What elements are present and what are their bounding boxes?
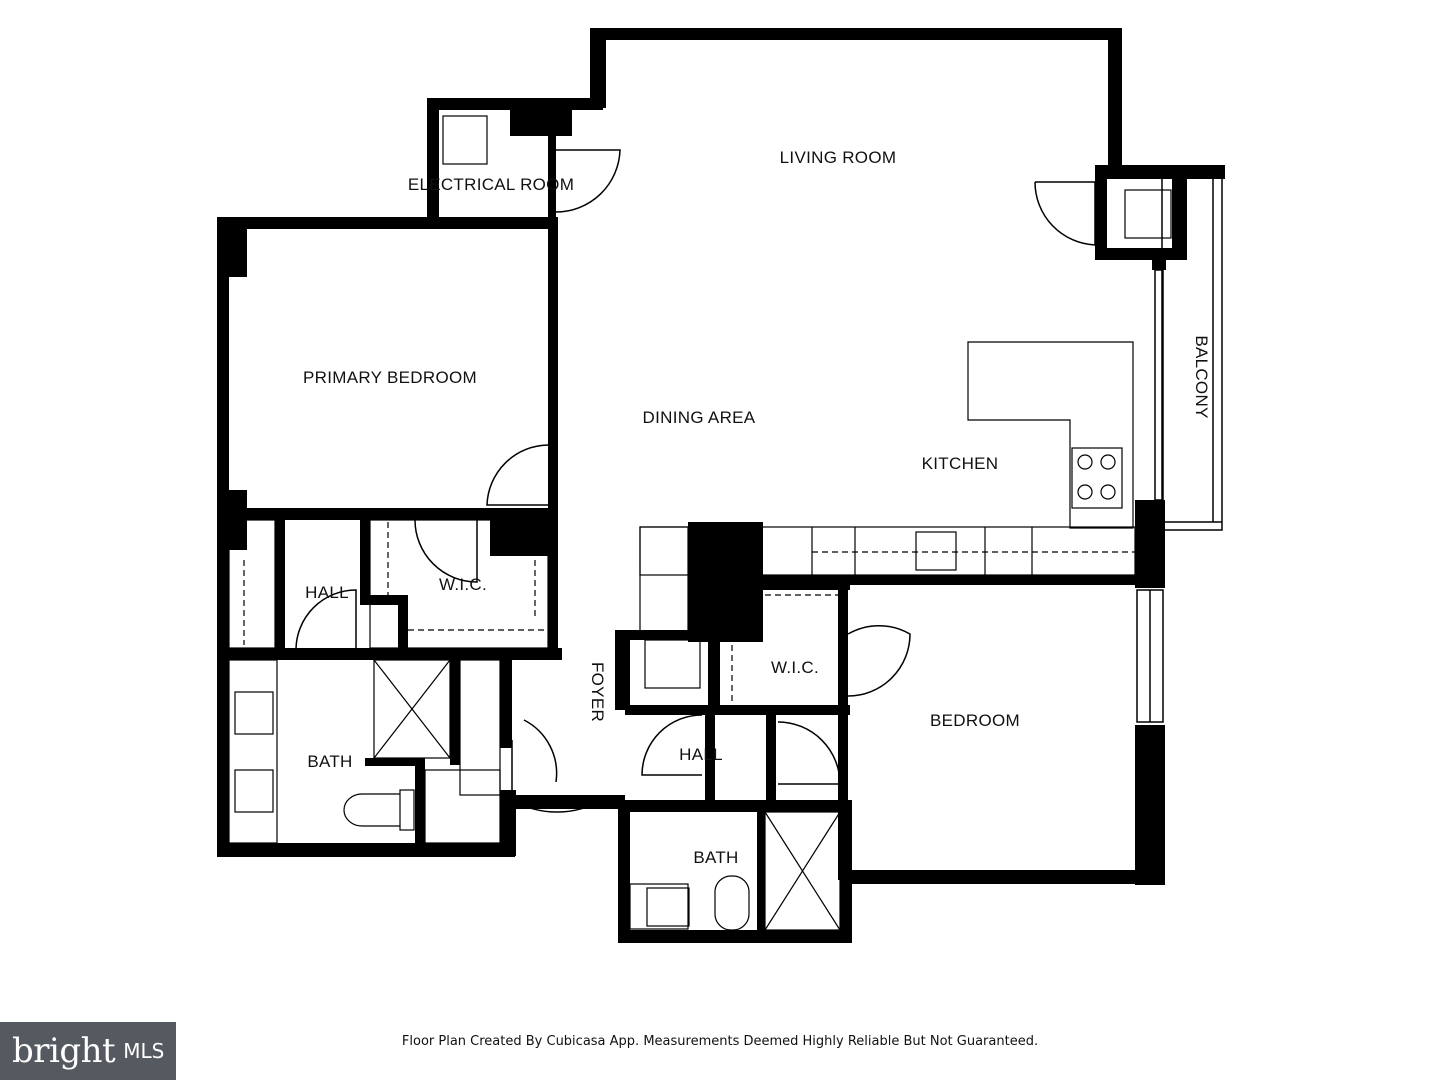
label-foyer: FOYER — [588, 662, 607, 722]
label-hall-center: HALL — [679, 745, 723, 764]
label-wic-east: W.I.C. — [771, 658, 819, 677]
label-kitchen: KITCHEN — [922, 454, 999, 473]
label-living-room: LIVING ROOM — [780, 148, 897, 167]
label-bedroom: BEDROOM — [930, 711, 1020, 730]
label-dining-area: DINING AREA — [643, 408, 756, 427]
label-wic-west: W.I.C. — [439, 575, 487, 594]
label-balcony: BALCONY — [1192, 335, 1211, 418]
walls — [217, 28, 1225, 943]
label-bath-center: BATH — [693, 848, 738, 867]
label-hall-west: HALL — [305, 583, 349, 602]
label-bath-west: BATH — [307, 752, 352, 771]
disclaimer-note: Floor Plan Created By Cubicasa App. Meas… — [401, 1034, 1039, 1049]
doors — [295, 149, 1096, 813]
label-electrical-room: ELECTRICAL ROOM — [408, 175, 574, 194]
room-labels: LIVING ROOM ELECTRICAL ROOM PRIMARY BEDR… — [303, 148, 1211, 867]
windows — [251, 29, 1223, 723]
logo-mls: MLS — [123, 1039, 165, 1063]
logo-brand: bright — [12, 1031, 116, 1071]
label-primary-bedroom: PRIMARY BEDROOM — [303, 368, 477, 387]
fixtures — [228, 115, 1172, 931]
bright-mls-logo: bright MLS — [0, 1022, 176, 1080]
floor-plan: LIVING ROOM ELECTRICAL ROOM PRIMARY BEDR… — [217, 28, 1225, 943]
